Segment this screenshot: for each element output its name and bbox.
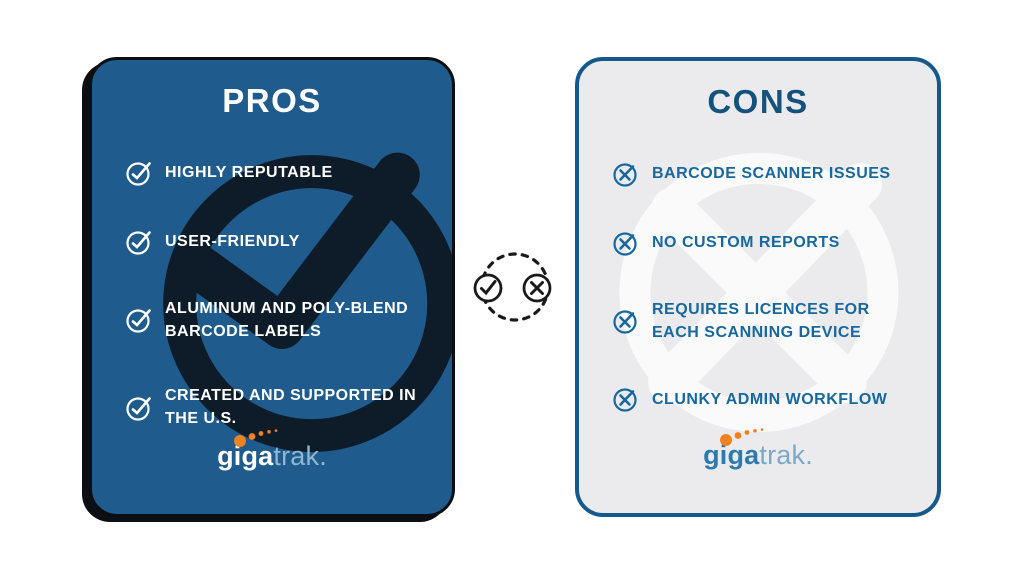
- gigatrak-logo: gigatrak.: [92, 429, 452, 472]
- list-item: BARCODE SCANNER ISSUES: [612, 161, 921, 188]
- list-item-label: NO CUSTOM REPORTS: [652, 234, 840, 252]
- logo-text-trak: trak.: [759, 440, 813, 470]
- list-item: CLUNKY ADMIN WORKFLOW: [612, 386, 921, 413]
- list-item-label: BARCODE SCANNER ISSUES: [652, 165, 891, 183]
- x-circle-icon: [613, 232, 637, 256]
- list-item-label: ALUMINUM AND POLY-BLEND BARCODE LABELS: [165, 300, 409, 340]
- dashed-circle-icon: [473, 252, 552, 322]
- list-item: NO CUSTOM REPORTS: [612, 230, 921, 257]
- logo-text-trak: trak.: [273, 441, 327, 471]
- list-item: HIGHLY REPUTABLE: [125, 160, 436, 187]
- logo-orange-dots-icon: [234, 429, 278, 447]
- pros-title: PROS: [222, 82, 322, 119]
- list-item: REQUIRES LICENCES FOR EACH SCANNING DEVI…: [612, 299, 921, 344]
- list-item-label: CREATED AND SUPPORTED IN THE U.S.: [165, 387, 417, 428]
- pros-list: HIGHLY REPUTABLE USER-FRIENDLY ALUMINUM …: [125, 160, 436, 431]
- list-item: CREATED AND SUPPORTED IN THE U.S.: [125, 385, 436, 430]
- list-item-label: CLUNKY ADMIN WORKFLOW: [652, 390, 888, 408]
- x-circle-icon: [613, 310, 637, 334]
- x-circle-icon: [613, 388, 637, 413]
- logo-text-giga: giga: [703, 440, 760, 470]
- cons-card: CONS BARCODE SCANNER ISSUES NO CUSTOM RE…: [575, 57, 941, 517]
- list-item-label: REQUIRES LICENCES FOR EACH SCANNING DEVI…: [652, 301, 870, 341]
- check-circle-icon: [126, 231, 151, 255]
- logo-orange-dots-icon: [720, 428, 764, 446]
- x-circle-icon: [613, 163, 637, 187]
- list-item: USER-FRIENDLY: [125, 229, 436, 256]
- check-circle-icon: [126, 396, 151, 421]
- check-circle-icon: [473, 273, 503, 303]
- list-item-label: USER-FRIENDLY: [165, 233, 300, 251]
- x-circle-icon: [522, 273, 552, 303]
- cons-title: CONS: [707, 83, 809, 120]
- check-circle-icon: [126, 162, 151, 186]
- check-circle-icon: [126, 309, 151, 333]
- check-vs-x-badge: [472, 250, 554, 326]
- cons-list: BARCODE SCANNER ISSUES NO CUSTOM REPORTS…: [612, 161, 921, 413]
- gigatrak-logo: gigatrak.: [579, 428, 937, 471]
- pros-card: PROS HIGHLY REPUTABLE USER-FRIENDLY: [89, 57, 455, 517]
- list-item-label: HIGHLY REPUTABLE: [165, 164, 333, 182]
- list-item: ALUMINUM AND POLY-BLEND BARCODE LABELS: [125, 298, 436, 343]
